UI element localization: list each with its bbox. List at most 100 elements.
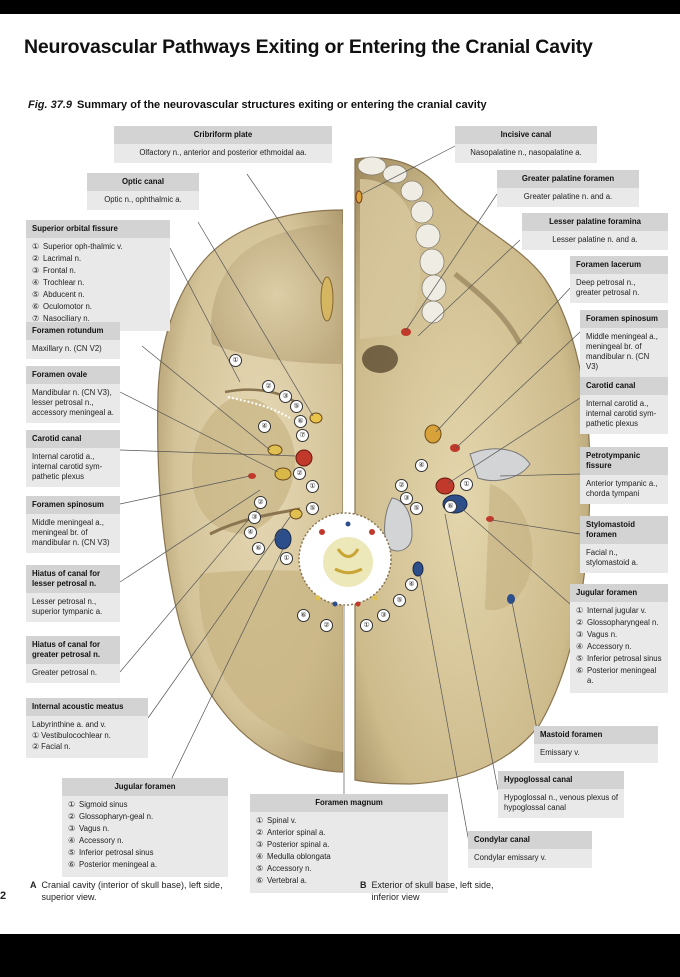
ovale-mark [274, 467, 292, 481]
subfigure-key-b: B [360, 880, 367, 890]
marker-jug-r-1: ① [460, 478, 473, 491]
nasal-aperture [362, 345, 398, 373]
subfigure-text-b: Exterior of skull base, left side, infer… [371, 880, 494, 902]
marker-fm-4: ④ [405, 578, 418, 591]
cranial-cavity-half [157, 209, 343, 773]
label-body: Lesser palatine n. and a. [552, 234, 638, 244]
label-optic-canal: Optic canal Optic n., ophthalmic a. [87, 173, 199, 210]
subfigure-note-b: B Exterior of skull base, left side, infe… [360, 880, 522, 903]
subfigure-text-a: Cranial cavity (interior of skull base),… [41, 880, 223, 902]
lacerum-mark [424, 424, 442, 444]
label-heading: Optic canal [87, 173, 199, 191]
spinosum-right-mark [450, 444, 460, 452]
label-heading: Hiatus of canal for lesser petrosal n. [26, 565, 120, 593]
zygomatic-arch [453, 272, 523, 346]
marker-sof-6: ⑥ [294, 415, 307, 428]
label-heading: Incisive canal [455, 126, 597, 144]
label-heading: Foramen rotundum [26, 322, 120, 340]
marker-sof-1: ① [229, 354, 242, 367]
label-body: Middle meningeal a., meningeal br. of ma… [32, 517, 110, 547]
label-heading: Stylomastoid foramen [580, 516, 668, 544]
page: Neurovascular Pathways Exiting or Enteri… [0, 14, 680, 934]
marker-sof-3: ③ [279, 390, 292, 403]
stylomastoid-mark [486, 516, 494, 522]
marker-jug-l-3: ③ [248, 511, 261, 524]
carotid-mark [295, 449, 313, 467]
label-body: Lesser petrosal n., superior tympanic a. [32, 596, 103, 616]
label-body: Maxillary n. (CN V2) [32, 343, 102, 353]
gpf-mark [401, 328, 411, 336]
label-heading: Hypoglossal canal [498, 771, 624, 789]
label-hypoglossal-canal: Hypoglossal canal Hypoglossal n., venous… [498, 771, 624, 818]
marker-jug-r-2: ② [395, 479, 408, 492]
marker-fm-6: ⑥ [297, 609, 310, 622]
spinosum-mark [248, 473, 256, 479]
label-heading: Carotid canal [26, 430, 120, 448]
marker-jug-r-3: ③ [400, 492, 413, 505]
figure-number: Fig. 37.9 [28, 99, 73, 111]
label-heading: Greater palatine foramen [497, 170, 639, 188]
page-title: Neurovascular Pathways Exiting or Enteri… [24, 36, 593, 58]
label-heading: Carotid canal [580, 377, 668, 395]
label-heading: Jugular foramen [62, 778, 228, 796]
list-item: ① Vestibulocochlear n. [32, 730, 111, 740]
carotid-right-mark [435, 477, 455, 495]
marker-sof-4: ④ [258, 420, 271, 433]
label-foramen-rotundum: Foramen rotundum Maxillary n. (CN V2) [26, 322, 120, 359]
label-internal-acoustic-meatus: Internal acoustic meatus Labyrinthine a.… [26, 698, 148, 758]
anterior-fossa [210, 224, 343, 364]
label-stylomastoid-foramen: Stylomastoid foramen Facial n., stylomas… [580, 516, 668, 573]
label-body: Optic n., ophthalmic a. [104, 194, 182, 204]
label-heading: Hiatus of canal for greater petrosal n. [26, 636, 120, 664]
marker-sof-7: ⑦ [296, 429, 309, 442]
marker-jug-r-5: ⑤ [410, 502, 423, 515]
label-heading: Foramen ovale [26, 366, 120, 384]
label-heading: Foramen spinosum [580, 310, 668, 328]
label-lesser-palatine-foramina: Lesser palatine foramina Lesser palatine… [522, 213, 668, 250]
rotundum-mark [267, 444, 283, 456]
marker-iam-2: ② [293, 467, 306, 480]
marker-jug-l-1: ① [280, 552, 293, 565]
middle-fossa [191, 399, 296, 534]
marker-jug-l-5: ⑤ [306, 502, 319, 515]
label-carotid-canal-right: Carotid canal Internal carotid a., inter… [580, 377, 668, 434]
label-body: Anterior tympanic a., chorda tympani [586, 478, 658, 498]
label-body: Internal carotid a., internal carotid sy… [586, 398, 657, 428]
marker-jug-l-6: ⑥ [252, 542, 265, 555]
marker-fm-3: ③ [377, 609, 390, 622]
occipital-condyle [384, 497, 413, 552]
label-incisive-canal: Incisive canal Nasopalatine n., nasopala… [455, 126, 597, 163]
label-heading: Foramen magnum [250, 794, 448, 812]
page-number: 2 [0, 890, 7, 902]
label-body: Hypoglossal n., venous plexus of hypoglo… [504, 792, 618, 812]
label-body: Facial n., stylomastoid a. [586, 547, 639, 567]
marker-jug-r-6: ⑥ [444, 500, 457, 513]
label-heading: Cribriform plate [114, 126, 332, 144]
label-heading: Condylar canal [468, 831, 592, 849]
sof-dashed [227, 396, 291, 419]
palate [360, 179, 421, 339]
label-foramen-spinosum-right: Foramen spinosum Middle meningeal a., me… [580, 310, 668, 377]
marker-jug-l-4: ④ [244, 526, 257, 539]
label-heading: Foramen spinosum [26, 496, 120, 514]
label-petrotympanic-fissure: Petrotympanic fissure Anterior tympanic … [580, 447, 668, 504]
foramen-magnum-illustration [298, 512, 392, 607]
cribriform-left-mark [320, 276, 334, 322]
mastoid-region [485, 484, 533, 611]
label-heading: Foramen lacerum [570, 256, 668, 274]
